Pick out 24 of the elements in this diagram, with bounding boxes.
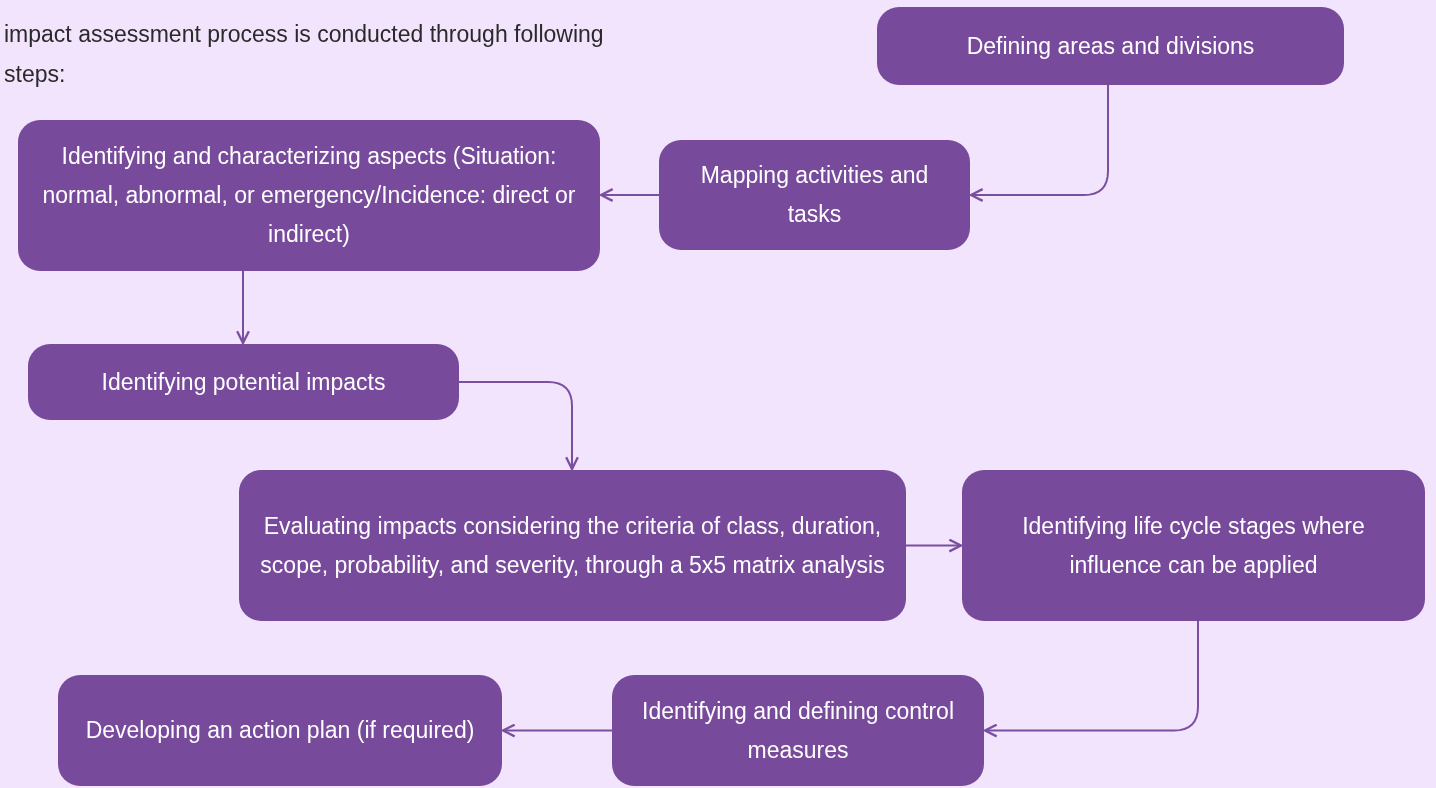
arrow: [599, 188, 660, 202]
arrow: [905, 538, 963, 553]
arrow: [458, 381, 579, 471]
step-text: Mapping activities and tasks: [699, 161, 930, 229]
step-text: Defining areas and divisions: [966, 31, 1255, 61]
process-box: [28, 344, 459, 420]
intro-text: impact assessment process is conducted through following steps:: [4, 20, 605, 89]
step-text: Identifying and defining control measures: [641, 696, 955, 765]
process-box: [18, 120, 600, 271]
step-text: Identifying life cycle stages where influence can be applied: [1021, 511, 1366, 580]
step-text: Developing an action plan (if required): [85, 716, 475, 745]
step-text: Identifying and characterizing aspects (Situation: normal, abnormal, or emergency/Incidence: direct or indirect): [41, 142, 577, 249]
step-text: Identifying potential impacts: [101, 367, 386, 397]
process-box: [962, 470, 1425, 621]
arrow: [983, 620, 1199, 738]
step-text: Evaluating impacts considering the criteria of class, duration, scope, probability, and severity, through a 5x5 matrix analysis: [259, 511, 886, 580]
arrow: [969, 84, 1109, 202]
process-box: [877, 7, 1344, 85]
process-box: [612, 675, 984, 786]
process-box: [659, 140, 970, 250]
process-box: [58, 675, 502, 786]
arrow: [501, 723, 613, 738]
arrow: [236, 270, 250, 345]
process-box: [239, 470, 906, 621]
